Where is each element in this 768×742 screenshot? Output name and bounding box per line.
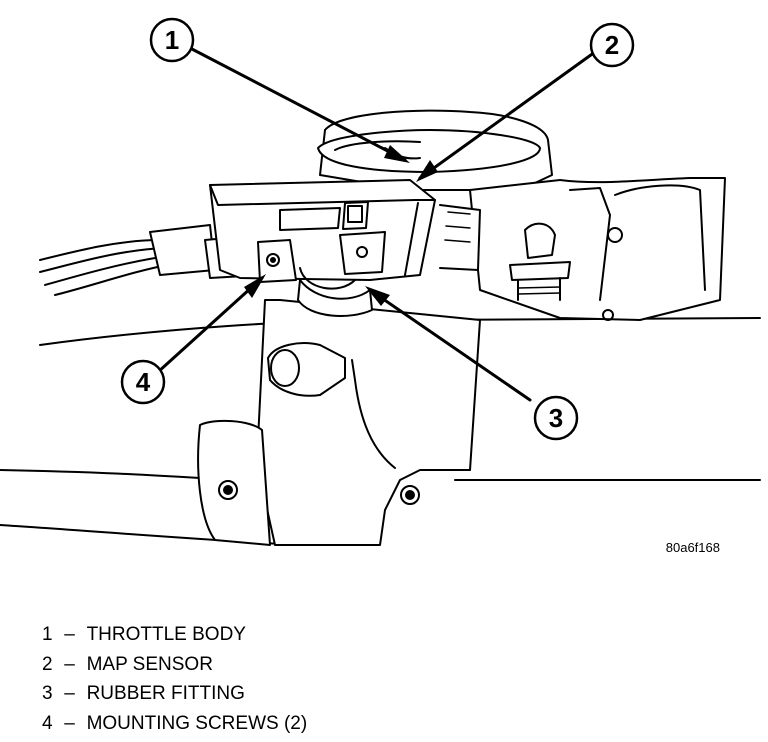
arrow-heads [244, 145, 438, 306]
legend-dash: – [64, 712, 75, 734]
mounting-screw [257, 239, 297, 283]
callout-number-3: 3 [549, 403, 563, 433]
callout-number-4: 4 [136, 367, 151, 397]
legend-number: 2 [42, 653, 53, 675]
callout-number-2: 2 [605, 30, 619, 60]
leader-line-4 [156, 276, 264, 374]
callout-4: 4 [120, 359, 166, 405]
legend-label: MAP SENSOR [86, 653, 213, 675]
leader-lines [156, 46, 597, 402]
arrowhead-3 [365, 286, 390, 306]
intake-bracket [197, 299, 481, 546]
arrowhead-1 [384, 145, 410, 163]
legend-dash: – [64, 624, 75, 645]
arrowhead-2 [416, 160, 438, 182]
callout-1: 1 [149, 17, 195, 63]
leader-line-2 [418, 50, 597, 180]
legend-number: 4 [42, 712, 53, 734]
figure-code: 80a6f168 [666, 540, 720, 555]
legend-dash: – [64, 683, 75, 704]
legend-item: 4–MOUNTING SCREWS (2) [42, 709, 307, 739]
leader-line-1 [188, 46, 407, 162]
leader-line-3 [368, 288, 532, 402]
throttle-body [317, 109, 726, 321]
legend-label: THROTTLE BODY [86, 624, 246, 645]
arrowhead-4 [244, 274, 266, 298]
legend-item: 3–RUBBER FITTING [42, 679, 307, 709]
callout-3: 3 [533, 395, 579, 441]
legend-number: 3 [42, 683, 53, 704]
legend: 1–THROTTLE BODY 2–MAP SENSOR 3–RUBBER FI… [42, 620, 307, 738]
legend-number: 1 [42, 624, 53, 645]
map-sensor-diagram: 1 2 3 4 80a6f168 [0, 17, 761, 555]
legend-label: MOUNTING SCREWS (2) [86, 712, 308, 734]
legend-item: 1–THROTTLE BODY [42, 620, 307, 650]
callout-2: 2 [589, 22, 635, 68]
legend-label: RUBBER FITTING [86, 683, 245, 704]
map-sensor [209, 179, 436, 290]
callout-number-1: 1 [165, 25, 179, 55]
rubber-fitting [297, 204, 481, 317]
legend-dash: – [64, 653, 75, 675]
legend-item: 2–MAP SENSOR [42, 650, 307, 680]
